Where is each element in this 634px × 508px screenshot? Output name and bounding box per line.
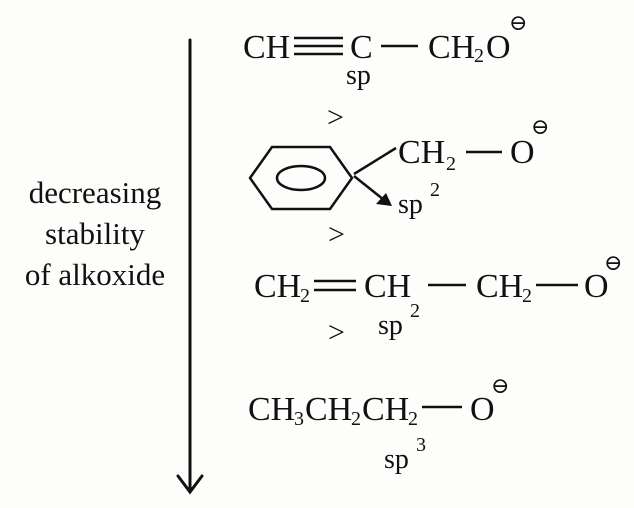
c2-hybridization: sp [398,189,423,220]
c1-ch2: CH [428,29,475,66]
c4-ch-2: CH [305,391,352,428]
c4-o: O [470,391,495,428]
axis-label-line-3: of alkoxide [25,257,165,292]
greater-than-1: > [327,101,344,134]
c1-negative-charge: ⊖ [509,10,527,35]
c1-o: O [486,29,511,66]
c3-hybridization-superscript: 2 [410,300,420,322]
c2-negative-charge: ⊖ [531,114,549,139]
c2-o: O [510,134,535,171]
c4-negative-charge: ⊖ [491,373,509,398]
c4-ch-1: CH [248,391,295,428]
c4-sub-2: 2 [351,408,361,430]
c4-sub-3: 2 [408,408,418,430]
compound-propargyl-alkoxide: CH C sp CH 2 O ⊖ [243,10,527,91]
compound-propyl-alkoxide: CH 3 CH 2 CH 2 O ⊖ sp 3 [248,373,509,475]
c1-ch2-subscript: 2 [474,45,484,67]
greater-than-3: > [328,316,345,349]
benzene-ring-icon [248,145,354,211]
c3-ch2: CH [254,268,301,305]
c1-ch: CH [243,29,290,66]
c4-ch-3: CH [362,391,409,428]
c3-negative-charge: ⊖ [604,250,622,275]
c3-hybridization: sp [378,310,403,341]
compound-allyl-alkoxide: CH 2 CH sp 2 CH 2 O ⊖ [254,250,622,341]
c3-ch2-b: CH [476,268,523,305]
axis-label: decreasing stability of alkoxide [25,175,165,292]
axis-label-line-2: stability [45,216,145,251]
c2-ch2-subscript: 2 [446,153,456,175]
c4-hybridization: sp [384,444,409,475]
c2-hybridization-superscript: 2 [430,179,440,201]
double-bond [314,279,356,292]
c4-sub-1: 3 [294,408,304,430]
compound-benzyl-alkoxide: CH 2 O ⊖ sp 2 [248,114,549,220]
hybridization-pointer-arrow [353,175,392,206]
decreasing-stability-arrow [176,38,204,495]
axis-label-line-1: decreasing [29,175,162,210]
c1-hybridization: sp [346,60,371,91]
c3-ch2-subscript: 2 [300,285,310,307]
c1-c: C [350,29,373,66]
c3-ch2-b-subscript: 2 [522,285,532,307]
c3-o: O [584,268,609,305]
c2-ch2: CH [398,134,445,171]
greater-than-2: > [328,218,345,251]
triple-bond [294,36,343,56]
ring-ch2-bond [353,146,397,176]
c3-ch: CH [364,268,411,305]
c4-hybridization-superscript: 3 [416,434,426,456]
